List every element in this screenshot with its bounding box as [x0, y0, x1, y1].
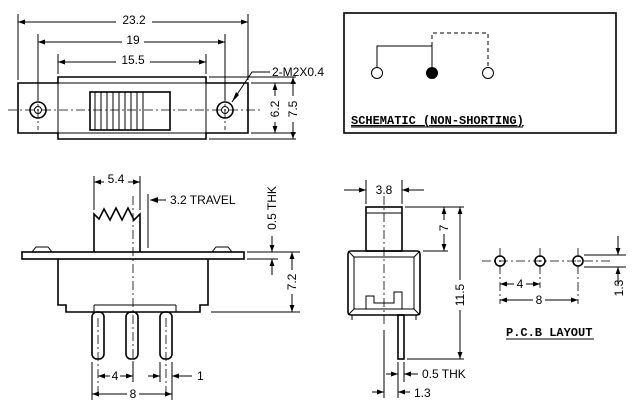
pcb-hole-3 — [572, 255, 584, 267]
dim-hole-spacing: 19 — [126, 33, 140, 47]
travel-label: 3.2 TRAVEL — [170, 193, 236, 207]
pcb-dim-pitch: 4 — [517, 277, 524, 291]
schematic-contact-left — [376, 45, 433, 67]
dim-front-pin-width: 1 — [197, 369, 204, 383]
pcb-layout: 4 8 1.3 P.C.B LAYOUT — [482, 236, 626, 340]
schematic-terminal-common — [426, 67, 438, 79]
front-view: 5.4 3.2 TRAVEL 0.5 THK 7.2 4 1 8 — [21, 172, 300, 401]
schematic: SCHEMATIC (NON-SHORTING) — [343, 12, 617, 134]
actuator-ribs — [94, 92, 144, 130]
pcb-hole-2 — [534, 255, 546, 267]
pcb-caption: P.C.B LAYOUT — [506, 326, 592, 340]
schematic-terminal-1 — [371, 67, 383, 79]
dim-side-actuator-height: 7 — [437, 224, 451, 231]
pcb-hole-1 — [494, 255, 506, 267]
front-view-actuator — [93, 206, 141, 252]
side-view: 3.8 7 11.5 0.5 THK 1.3 — [344, 180, 467, 400]
hole-callout: 2-M2X0.4 — [272, 65, 324, 79]
top-view-body — [57, 82, 207, 134]
dim-front-pin-pitch: 4 — [112, 369, 119, 383]
dim-front-actuator-width: 5.4 — [108, 172, 125, 186]
dim-body-length: 15.5 — [121, 53, 145, 67]
schematic-frame — [343, 12, 617, 134]
top-view: 23.2 19 15.5 6.2 7.5 2-M2X0.4 — [8, 13, 324, 140]
pcb-dim-row-offset: 1.3 — [612, 279, 626, 296]
dim-flange-thickness: 0.5 THK — [265, 186, 279, 230]
dim-side-actuator-width: 3.8 — [376, 183, 393, 197]
dim-side-pin-offset: 1.3 — [414, 386, 431, 400]
schematic-caption: SCHEMATIC (NON-SHORTING) — [351, 114, 524, 128]
dim-body-height: 6.2 — [268, 100, 282, 117]
dim-side-pin-thickness: 0.5 THK — [422, 367, 466, 381]
side-view-pin — [397, 314, 405, 360]
front-pin-2 — [125, 311, 139, 360]
schematic-terminal-3 — [482, 67, 494, 79]
top-view-actuator — [89, 91, 171, 131]
dim-front-pin-span: 8 — [130, 387, 137, 401]
pcb-dim-span: 8 — [536, 293, 543, 307]
schematic-contact-right-dashed — [431, 32, 489, 67]
dim-side-overall-height: 11.5 — [453, 283, 467, 306]
dim-flange-height: 7.5 — [286, 100, 300, 117]
dim-overall-length: 23.2 — [122, 13, 146, 27]
dim-front-body-height: 7.2 — [285, 273, 299, 290]
